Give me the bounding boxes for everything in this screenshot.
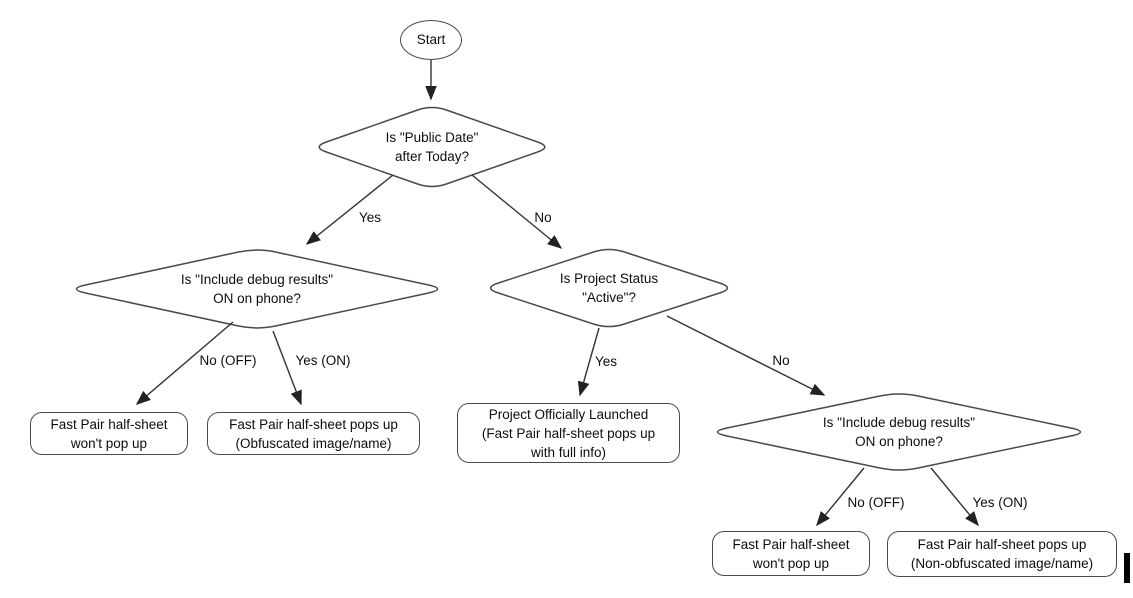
decision-public-date-outline [318, 106, 546, 188]
edge-label-debug-right-yes: Yes (ON) [972, 495, 1028, 510]
start-node-label: Start [416, 32, 446, 47]
start-node: Start [400, 20, 462, 60]
decision-debug-right-outline [716, 393, 1082, 471]
edge-public-date-yes [305, 174, 394, 245]
outcome-project-launched: Project Officially Launched (Fast Pair h… [457, 403, 680, 463]
edge-label-public-date-no: No [534, 210, 552, 225]
decision-debug-left-label: Is "Include debug results" ON on phone? [180, 272, 334, 306]
edge-label-status-yes: Yes [594, 354, 618, 369]
outcome-popup-obfuscated: Fast Pair half-sheet pops up (Obfuscated… [207, 412, 420, 455]
edge-debug-left-no [135, 321, 234, 405]
edge-debug-left-yes [272, 330, 302, 406]
edge-label-debug-left-yes: Yes (ON) [295, 353, 351, 368]
edge-status-yes [577, 327, 600, 397]
outcome-no-popup-right: Fast Pair half-sheet won't pop up [712, 531, 870, 576]
edge-label-public-date-yes: Yes [358, 210, 382, 225]
edge-label-status-no: No [772, 353, 790, 368]
edge-status-no [666, 315, 826, 396]
outcome-popup-non-obfuscated: Fast Pair half-sheet pops up (Non-obfusc… [887, 531, 1117, 577]
decision-project-status-label: Is Project Status "Active"? [559, 271, 659, 305]
decision-debug-left-outline [75, 249, 439, 329]
edge-label-debug-right-no: No (OFF) [847, 495, 905, 510]
text-cursor-artifact [1124, 553, 1130, 583]
outcome-no-popup-left: Fast Pair half-sheet won't pop up [30, 412, 188, 455]
decision-public-date-label: Is "Public Date" after Today? [385, 130, 479, 164]
edge-label-debug-left-no: No (OFF) [199, 353, 257, 368]
decision-debug-right-label: Is "Include debug results" ON on phone? [822, 415, 976, 449]
edge-debug-right-no [816, 467, 865, 527]
edge-debug-right-yes [930, 467, 979, 527]
decision-project-status-outline [489, 248, 729, 328]
edge-public-date-no [471, 174, 563, 249]
